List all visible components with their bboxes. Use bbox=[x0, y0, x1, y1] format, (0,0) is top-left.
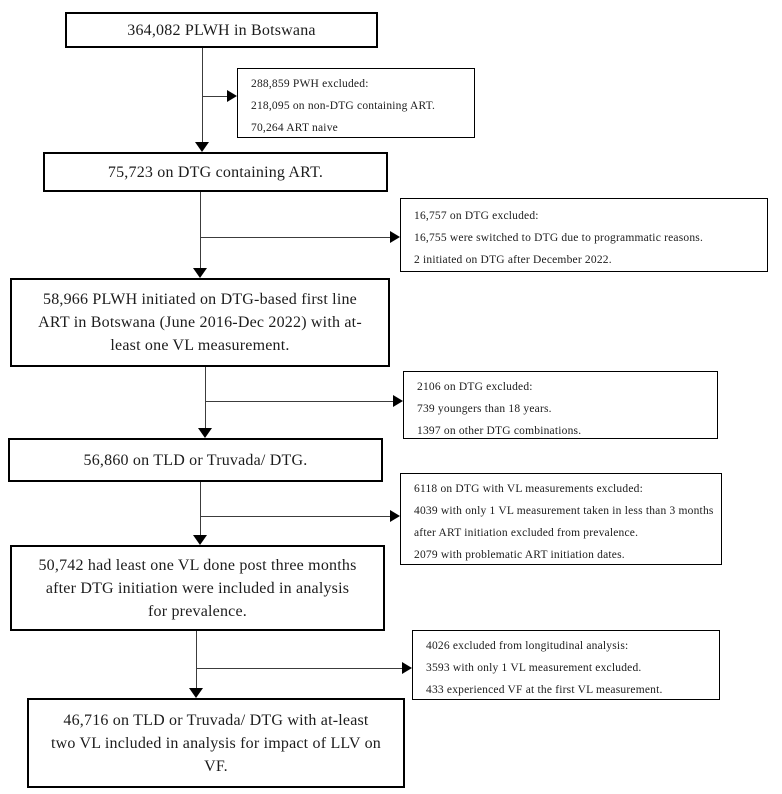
box-dtg-initiated: 58,966 PLWH initiated on DTG-based first… bbox=[10, 278, 390, 367]
arrow-right-icon bbox=[390, 231, 400, 243]
box-text: 4039 with only 1 VL measurement taken in… bbox=[414, 505, 714, 517]
connector-line bbox=[202, 48, 203, 143]
box-prevalence-analysis: 50,742 had least one VL done post three … bbox=[10, 545, 385, 631]
box-text: 75,723 on DTG containing ART. bbox=[107, 163, 324, 181]
connector-line bbox=[196, 631, 197, 689]
box-excluded-longitudinal: 4026 excluded from longitudinal analysis… bbox=[412, 630, 720, 700]
box-text: ART in Botswana (June 2016-Dec 2022) wit… bbox=[38, 314, 362, 331]
box-text: 46,716 on TLD or Truvada/ DTG with at-le… bbox=[63, 712, 369, 729]
arrow-right-icon bbox=[227, 90, 237, 102]
box-text: least one VL measurement. bbox=[110, 337, 290, 354]
connector-line bbox=[200, 192, 201, 269]
box-text: 6118 on DTG with VL measurements exclude… bbox=[414, 483, 643, 495]
connector-line bbox=[205, 401, 394, 402]
arrow-down-icon bbox=[195, 142, 209, 152]
box-final-analysis: 46,716 on TLD or Truvada/ DTG with at-le… bbox=[27, 698, 405, 788]
box-text: 218,095 on non-DTG containing ART. bbox=[251, 100, 436, 112]
box-text: 16,755 were switched to DTG due to progr… bbox=[414, 232, 704, 244]
box-text: VF. bbox=[204, 758, 228, 775]
connector-line bbox=[205, 367, 206, 429]
box-text: 364,082 PLWH in Botswana bbox=[127, 21, 316, 39]
connector-line bbox=[202, 96, 228, 97]
arrow-down-icon bbox=[198, 428, 212, 438]
box-text: 56,860 on TLD or Truvada/ DTG. bbox=[83, 451, 308, 469]
box-text: 288,859 PWH excluded: bbox=[251, 78, 369, 90]
box-text: 70,264 ART naive bbox=[251, 122, 338, 134]
arrow-right-icon bbox=[402, 662, 412, 674]
box-text: 3593 with only 1 VL measurement excluded… bbox=[426, 662, 642, 674]
box-text: two VL included in analysis for impact o… bbox=[51, 735, 381, 752]
arrow-down-icon bbox=[193, 535, 207, 545]
box-excluded-dtg-switch: 16,757 on DTG excluded: 16,755 were swit… bbox=[400, 198, 768, 272]
arrow-down-icon bbox=[189, 688, 203, 698]
box-text: 2079 with problematic ART initiation dat… bbox=[414, 549, 625, 561]
box-dtg-art: 75,723 on DTG containing ART. bbox=[43, 152, 388, 192]
box-text: 1397 on other DTG combinations. bbox=[417, 425, 582, 437]
box-text: 16,757 on DTG excluded: bbox=[414, 210, 539, 222]
box-text: after ART initiation excluded from preva… bbox=[414, 527, 639, 539]
box-text: 433 experienced VF at the first VL measu… bbox=[426, 684, 663, 696]
box-text: 2106 on DTG excluded: bbox=[417, 381, 533, 393]
box-text: 4026 excluded from longitudinal analysis… bbox=[426, 640, 629, 652]
box-text: 2 initiated on DTG after December 2022. bbox=[414, 254, 612, 266]
arrow-down-icon bbox=[193, 268, 207, 278]
box-total-plwh: 364,082 PLWH in Botswana bbox=[65, 12, 378, 48]
box-excluded-vl-measurements: 6118 on DTG with VL measurements exclude… bbox=[400, 473, 722, 565]
connector-line bbox=[200, 482, 201, 536]
box-excluded-dtg-combinations: 2106 on DTG excluded: 739 youngers than … bbox=[403, 371, 718, 439]
connector-line bbox=[200, 237, 391, 238]
box-tld-truvada: 56,860 on TLD or Truvada/ DTG. bbox=[8, 438, 383, 482]
box-text: 50,742 had least one VL done post three … bbox=[38, 557, 357, 574]
box-excluded-pwh: 288,859 PWH excluded: 218,095 on non-DTG… bbox=[237, 68, 475, 138]
arrow-right-icon bbox=[393, 395, 403, 407]
box-text: after DTG initiation were included in an… bbox=[45, 580, 350, 597]
connector-line bbox=[200, 516, 391, 517]
box-text: 58,966 PLWH initiated on DTG-based first… bbox=[43, 291, 357, 308]
arrow-right-icon bbox=[390, 510, 400, 522]
connector-line bbox=[196, 668, 403, 669]
box-text: for prevalence. bbox=[148, 603, 247, 620]
box-text: 739 youngers than 18 years. bbox=[417, 403, 552, 415]
